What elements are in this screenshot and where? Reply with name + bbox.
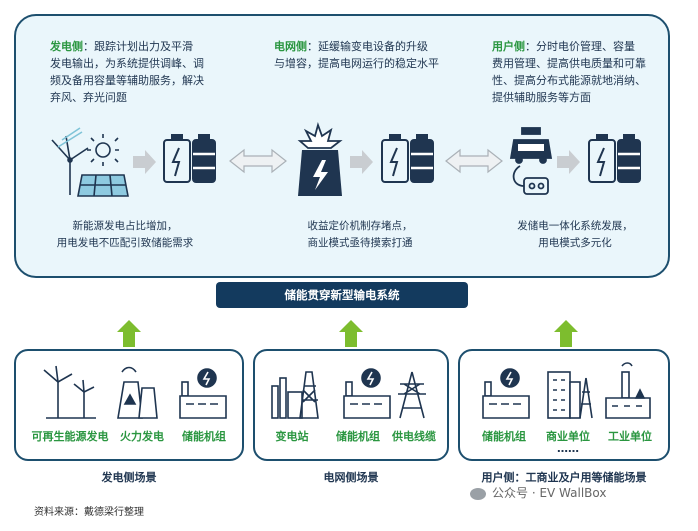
scenario-item-label: 商业单位 [546,430,590,443]
ev-car-icon [509,127,553,195]
commercial-building-icon [547,371,593,419]
scenario-item-label: 火力发电 [120,430,164,443]
right-arrow-icon [350,150,373,174]
storage-role-panel [14,14,670,278]
battery-icon [588,134,641,183]
grid-desc-line: 与增容，提高电网运行的稳定水平 [274,57,439,70]
user-desc-line: 性、提高分布式能源就地消纳、 [492,74,646,87]
caption-line: 发储电一体化系统发展， [517,220,633,232]
grid-side-description: 电网侧：延缓输变电设备的升级 与增容，提高电网运行的稳定水平 [274,38,464,72]
gen-desc-line: 弃风、弃光问题 [50,91,127,104]
generation-side-heading: 发电侧 [50,40,83,53]
source-note: 资料来源：戴德梁行整理 [34,507,144,518]
gen-desc-line: 频及备用容量等辅助服务，解决 [50,74,204,87]
caption-line: 用电发电不匹配引致储能需求 [56,237,194,249]
scenario-item-label: 变电站 [275,430,309,443]
grid-side-caption: 收益定价机制存堵点， 商业模式亟待摸索打通 [280,218,440,252]
user-side-description: 用户侧：分时电价管理、容量 费用管理、提高供电质量和可靠 性、提高分布式能源就地… [492,38,667,106]
generation-scenario-title: 发电侧场景 [101,471,157,484]
right-arrow-icon [557,150,580,174]
power-grid-icon [297,122,343,196]
user-desc-line: 费用管理、提高供电质量和可靠 [492,57,646,70]
double-arrow-icon [445,148,503,174]
user-side-heading: 用户侧 [492,40,525,53]
scenario-item-label: 可再生能源发电 [31,430,109,443]
more-items-ellipsis: …… [557,442,579,455]
up-arrow-icon [117,320,141,347]
industrial-factory-icon [605,362,651,419]
scenario-item-label: 储能机组 [482,430,526,443]
generation-side-description: 发电侧：跟踪计划出力及平滑 发电输出，为系统提供调峰、调 频及备用容量等辅助服务… [50,38,220,106]
scenario-item-label: 储能机组 [182,430,226,443]
caption-line: 新能源发电占比增加， [72,220,178,232]
storage-unit-icon [482,368,530,419]
grid-scenario-title: 电网侧场景 [323,471,379,484]
gen-desc-line: ：跟踪计划出力及平滑 [83,40,193,53]
gen-desc-line: 发电输出，为系统提供调峰、调 [50,57,204,70]
up-arrow-icon [339,320,363,347]
battery-icon [163,134,216,183]
generation-side-caption: 新能源发电占比增加， 用电发电不匹配引致储能需求 [40,218,210,252]
user-side-caption: 发储电一体化系统发展， 用电模式多元化 [500,218,650,252]
double-arrow-icon [229,148,287,174]
watermark: 公众号 · EV WallBox [470,484,670,508]
grid-side-heading: 电网侧 [274,40,307,53]
caption-line: 用电模式多元化 [538,237,612,249]
user-desc-line: ：分时电价管理、容量 [525,40,635,53]
wechat-icon [470,487,486,500]
substation-icon [271,371,319,419]
renewable-energy-icon [43,365,96,419]
caption-line: 商业模式亟待摸索打通 [307,237,413,249]
caption-line: 收益定价机制存堵点， [307,220,413,232]
grid-desc-line: ：延缓输变电设备的升级 [307,40,428,53]
wind-solar-icon [51,127,129,197]
watermark-text: 公众号 · EV WallBox [492,486,607,500]
storage-unit-icon [343,368,391,419]
transmission-tower-icon [398,371,426,419]
right-arrow-icon [133,150,156,174]
scenario-item-label: 储能机组 [336,430,380,443]
thermal-power-icon [117,366,158,419]
user-scenario-title: 用户侧：工商业及户用等储能场景 [481,471,647,484]
user-desc-line: 提供辅助服务等方面 [492,91,591,104]
scenario-item-label: 供电线缆 [392,430,436,443]
banner-title: 储能贯穿新型输电系统 [216,282,468,308]
battery-icon [381,134,434,183]
scenario-item-label: 工业单位 [608,430,652,443]
up-arrow-icon [554,320,578,347]
storage-unit-icon [179,368,227,419]
